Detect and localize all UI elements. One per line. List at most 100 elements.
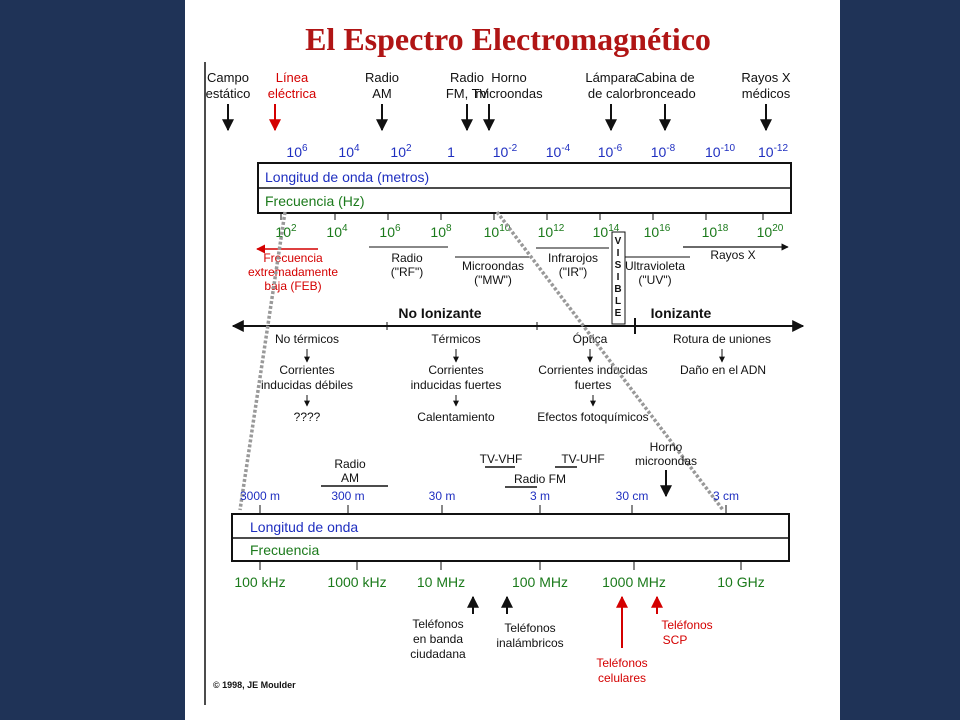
effects: No térmicos Térmicos Óptica Rotura de un…: [261, 331, 771, 424]
band-radio-abbr: ("RF"): [391, 265, 424, 279]
band-microwave-abbr: ("MW"): [474, 273, 512, 287]
wavelength-tick-0: 106: [286, 143, 308, 160]
detail-tv-vhf: TV-VHF: [480, 452, 523, 466]
wavelength-tick-4: 10-2: [493, 143, 518, 160]
detail-wavelength-3: 3 m: [530, 489, 550, 503]
unknown-effect: ????: [294, 410, 321, 424]
wavelength-tick-2: 102: [390, 143, 412, 160]
frequency-tick-6: 1014: [593, 223, 620, 240]
detail-radio-fm: Radio FM: [514, 472, 566, 486]
frequency-tick-7: 1016: [644, 223, 671, 240]
visible-letter-2: S: [615, 260, 622, 271]
effect-optical: Óptica: [573, 331, 608, 346]
frequency-tick-4: 1010: [484, 223, 511, 240]
source-label-line1: Radio: [365, 70, 399, 85]
frequency-label: Frecuencia (Hz): [265, 193, 365, 209]
wavelength-tick-6: 10-6: [598, 143, 623, 160]
wavelength-tick-3: 1: [447, 144, 455, 160]
strong-currents-l1: Corrientes: [428, 363, 483, 377]
band-feb: Frecuencia extremadamente baja (FEB): [248, 244, 338, 293]
wavelength-tick-9: 10-12: [758, 143, 788, 160]
photochemical: Efectos fotoquímicos: [537, 410, 648, 424]
zoom-lines: [238, 210, 725, 512]
effect-non-thermal: No térmicos: [275, 332, 339, 346]
phone-cordless-l2: inalámbricos: [496, 636, 563, 650]
detail-wavelength-0: 3000 m: [240, 489, 280, 503]
source-label-line1: Línea: [276, 70, 309, 85]
band-feb-line3: baja (FEB): [264, 279, 321, 293]
visible-letter-1: I: [617, 248, 620, 259]
band-ultraviolet-abbr: ("UV"): [638, 273, 671, 287]
detail-frequency-3: 100 MHz: [512, 574, 568, 590]
detail-oven-l1: Horno: [650, 440, 683, 454]
band-microwave: Microondas ("MW"): [455, 256, 533, 287]
phone-cb-l3: ciudadana: [410, 647, 466, 661]
visible-letter-6: E: [615, 308, 622, 319]
source-label-line2: estático: [206, 86, 251, 101]
detail-oven-l2: microondas: [635, 454, 697, 468]
detail-wavelength-5: 3 cm: [713, 489, 739, 503]
spectrum-box: Longitud de onda (metros) Frecuencia (Hz…: [257, 162, 792, 214]
weak-currents-l2: inducidas débiles: [261, 378, 353, 392]
wavelength-label: Longitud de onda (metros): [265, 169, 429, 185]
frequency-tick-5: 1012: [538, 223, 565, 240]
source-label-line2: médicos: [742, 86, 791, 101]
effect-bond-breaking: Rotura de uniones: [673, 332, 771, 346]
source-label-line2: FM, TV: [446, 86, 489, 101]
detail-sources: Radio AM TV-VHF TV-UHF Radio FM Horno mi…: [321, 440, 697, 498]
band-microwave-name: Microondas: [462, 259, 524, 273]
effect-thermal: Térmicos: [431, 332, 480, 346]
frequency-tick-2: 106: [379, 223, 401, 240]
spectrum-diagram: El Espectro Electromagnético Campoestáti…: [204, 21, 805, 705]
wavelength-tick-7: 10-8: [651, 143, 676, 160]
strong-currents-l2: inducidas fuertes: [411, 378, 502, 392]
detail-wavelength-label: Longitud de onda: [250, 519, 358, 535]
source-label-line1: Rayos X: [741, 70, 790, 85]
wavelength-tick-1: 104: [338, 143, 360, 160]
phone-cb-l2: en banda: [413, 632, 463, 646]
source-label-line2: de calor: [588, 86, 635, 101]
source-label-line1: Horno: [491, 70, 526, 85]
band-xray: Rayos X: [683, 243, 789, 262]
diagram-title: El Espectro Electromagnético: [305, 21, 711, 57]
band-radio-name: Radio: [391, 251, 423, 265]
detail-frequency-label: Frecuencia: [250, 542, 319, 558]
visible-letter-0: V: [615, 236, 622, 247]
detail-frequency-2: 10 MHz: [417, 574, 465, 590]
detail-box: Longitud de onda Frecuencia: [231, 513, 790, 562]
band-feb-line2: extremadamente: [248, 265, 338, 279]
detail-frequency-5: 10 GHz: [717, 574, 764, 590]
source-label-line2: eléctrica: [268, 86, 317, 101]
frequency-tick-3: 108: [430, 223, 452, 240]
non-ionizing-label: No Ionizante: [398, 305, 481, 321]
frequency-tick-1: 104: [326, 223, 348, 240]
detail-frequency-4: 1000 MHz: [602, 574, 666, 590]
visible-letter-3: I: [617, 272, 620, 283]
phone-cellular-l2: celulares: [598, 671, 646, 685]
top-sources: CampoestáticoLíneaeléctricaRadioAMRadioF…: [206, 70, 791, 132]
ionizing-label: Ionizante: [651, 305, 712, 321]
phones: Teléfonos en banda ciudadana Teléfonos i…: [410, 595, 713, 685]
detail-wavelength-2: 30 m: [429, 489, 456, 503]
phone-cordless-l1: Teléfonos: [504, 621, 555, 635]
band-xray-name: Rayos X: [710, 248, 755, 262]
heating: Calentamiento: [417, 410, 495, 424]
weak-currents-l1: Corrientes: [279, 363, 334, 377]
band-ultraviolet-name: Ultravioleta: [625, 259, 685, 273]
wavelength-tick-8: 10-10: [705, 143, 735, 160]
band-infrared-name: Infrarojos: [548, 251, 598, 265]
visible-letter-4: B: [614, 284, 621, 295]
frequency-ticks: 102104106108101010121014101610181020: [275, 213, 784, 240]
detail-radio-am-l2: AM: [341, 471, 359, 485]
optical-currents-l2: fuertes: [575, 378, 612, 392]
detail-radio-am-l1: Radio: [334, 457, 366, 471]
